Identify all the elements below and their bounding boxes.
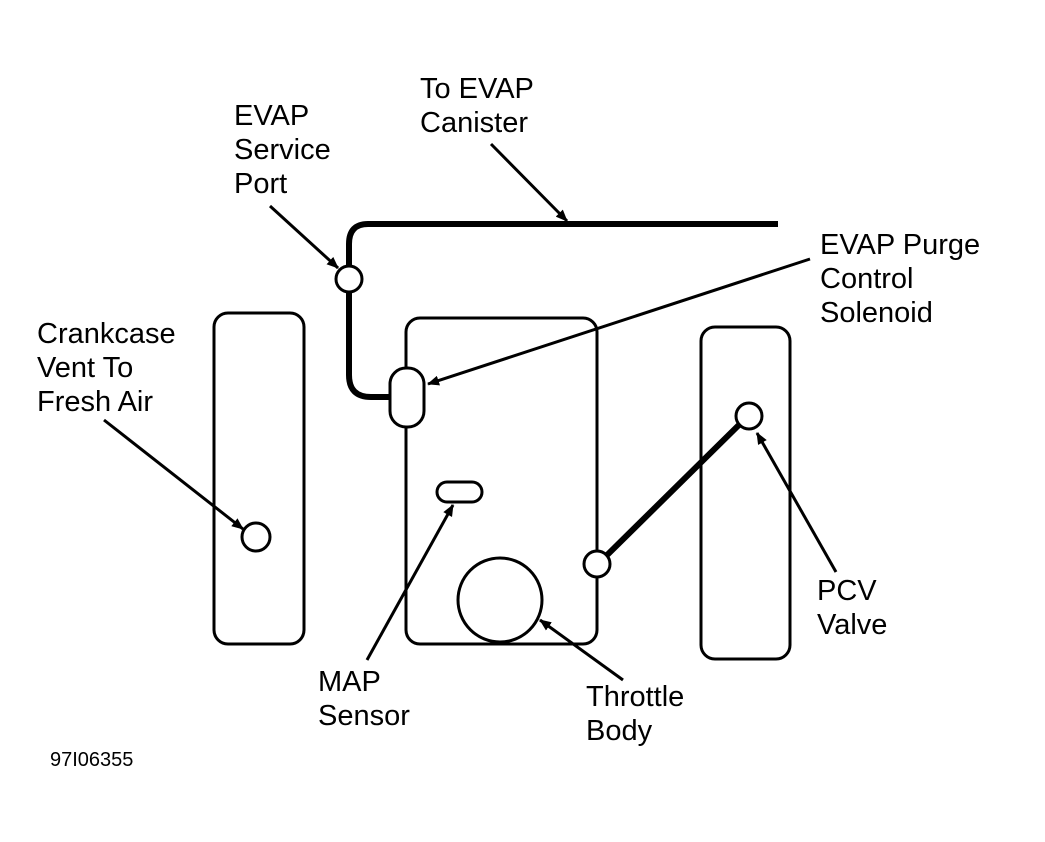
label-pcv-valve: PCV Valve <box>817 575 888 641</box>
leader-to-evap-canister <box>489 142 569 223</box>
label-evap-service-port: EVAP Service Port <box>234 100 331 200</box>
pcv-valve <box>734 401 764 431</box>
label-evap-purge-control-solenoid: EVAP Purge Control Solenoid <box>820 229 981 329</box>
leader-throttle-body <box>539 618 624 682</box>
figure-id: 97I06355 <box>50 749 134 771</box>
left-intake-runner <box>212 311 306 646</box>
label-map-sensor: MAP Sensor <box>318 666 410 732</box>
crankcase-vent <box>240 521 272 553</box>
leader-map-sensor <box>365 504 455 661</box>
evap-service-port <box>334 264 364 294</box>
right-intake-runner <box>699 325 792 661</box>
intake-plenum <box>404 316 599 646</box>
map-sensor <box>435 480 484 504</box>
pcv-hose <box>595 413 751 567</box>
leader-pcv-valve <box>755 432 838 573</box>
leader-crankcase-vent <box>103 418 244 531</box>
evap-canister-hose <box>346 221 778 400</box>
throttle-body <box>456 556 544 644</box>
pcv-plenum-port <box>582 549 612 579</box>
evap-purge-control-solenoid <box>388 366 426 429</box>
label-crankcase-vent: Crankcase Vent To Fresh Air <box>37 318 176 418</box>
label-to-evap-canister: To EVAP Canister <box>420 73 534 139</box>
leader-evap-purge-solenoid <box>427 257 811 386</box>
leader-evap-service-port <box>268 204 340 270</box>
label-throttle-body: Throttle Body <box>586 681 685 747</box>
